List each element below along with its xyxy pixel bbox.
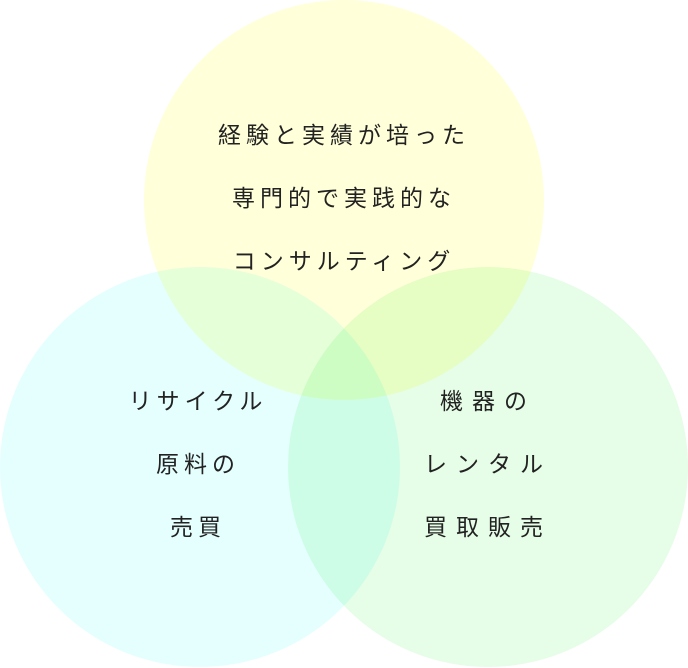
label-line: 買取販売 [424,515,552,541]
recycle-label: リサイクル 原料の 売買 [18,371,378,560]
label-line: 機器の [440,389,536,415]
label-line: コンサルティング [232,249,456,275]
label-line: 経験と実績が培った [218,123,470,149]
consulting-label: 経験と実績が培った 専門的で実践的な コンサルティング [164,105,524,294]
label-line: リサイクル [128,389,268,415]
label-line: 売買 [170,515,226,541]
rental-label: 機器の レンタル 買取販売 [308,371,668,560]
label-line: 専門的で実践的な [232,186,456,212]
label-line: 原料の [156,452,240,478]
label-line: レンタル [424,452,552,478]
rental-circle [288,267,688,667]
